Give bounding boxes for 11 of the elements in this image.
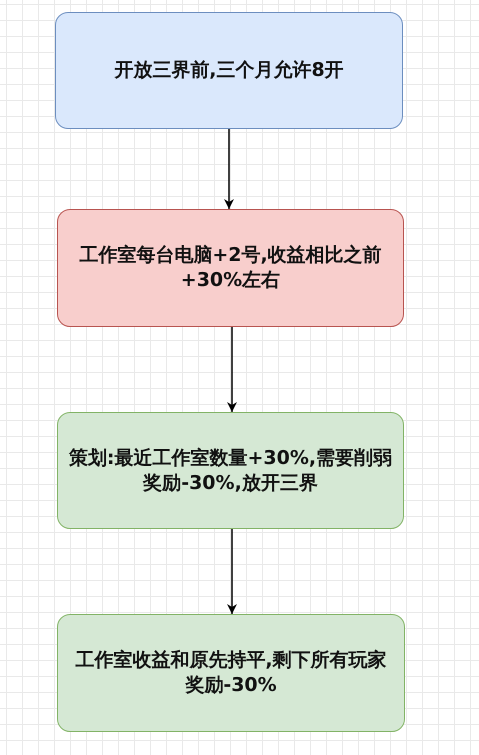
node-text: 开放三界前,三个月允许8开 bbox=[113, 58, 345, 83]
process-box bbox=[57, 209, 404, 327]
process-box bbox=[57, 412, 404, 529]
arrow bbox=[224, 129, 234, 209]
node-text: 策划:最近工作室数量+30%,需要削弱奖励-30%,放开三界 bbox=[68, 446, 394, 496]
process-box bbox=[57, 614, 405, 732]
arrow bbox=[227, 327, 237, 412]
process-box bbox=[55, 12, 403, 129]
node-text: 工作室每台电脑+2号,收益相比之前+30%左右 bbox=[78, 243, 383, 293]
arrow bbox=[227, 529, 237, 614]
node-text: 工作室收益和原先持平,剩下所有玩家奖励-30% bbox=[74, 648, 388, 698]
